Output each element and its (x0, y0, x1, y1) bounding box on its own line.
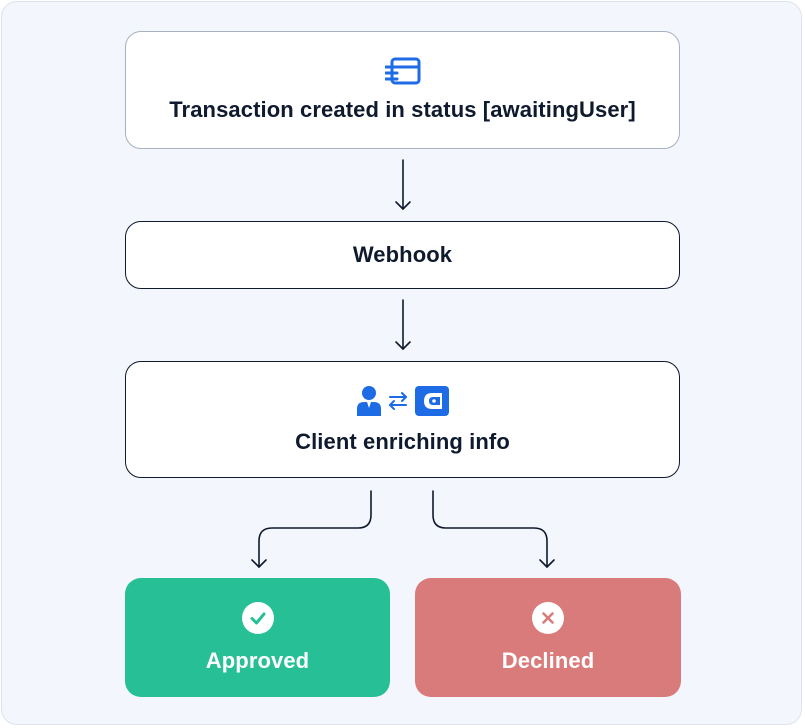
declined-outcome-node: Declined (415, 578, 681, 697)
client-enriching-label: Client enriching info (295, 428, 510, 454)
user-icon (356, 385, 381, 416)
approved-outcome-node: Approved (125, 578, 390, 697)
transaction-created-label: Transaction created in status [awaitingU… (169, 97, 636, 122)
arrow-webhook-to-client (395, 299, 411, 350)
card-icon (384, 57, 420, 85)
webhook-node: Webhook (125, 221, 680, 289)
approved-label: Approved (205, 647, 310, 673)
webhook-label: Webhook (352, 242, 453, 267)
check-circle-icon (241, 601, 274, 634)
client-icons (356, 385, 450, 417)
x-circle-icon (532, 601, 564, 634)
swap-arrows-icon (388, 391, 407, 410)
arrow-client-to-declined (432, 490, 555, 568)
transaction-created-node: Transaction created in status [awaitingU… (125, 31, 680, 149)
arrow-created-to-webhook (395, 159, 411, 210)
client-enriching-node: Client enriching info (125, 361, 680, 478)
wallet-icon (414, 385, 449, 416)
arrow-client-to-approved (251, 490, 372, 568)
declined-label: Declined (501, 647, 595, 673)
